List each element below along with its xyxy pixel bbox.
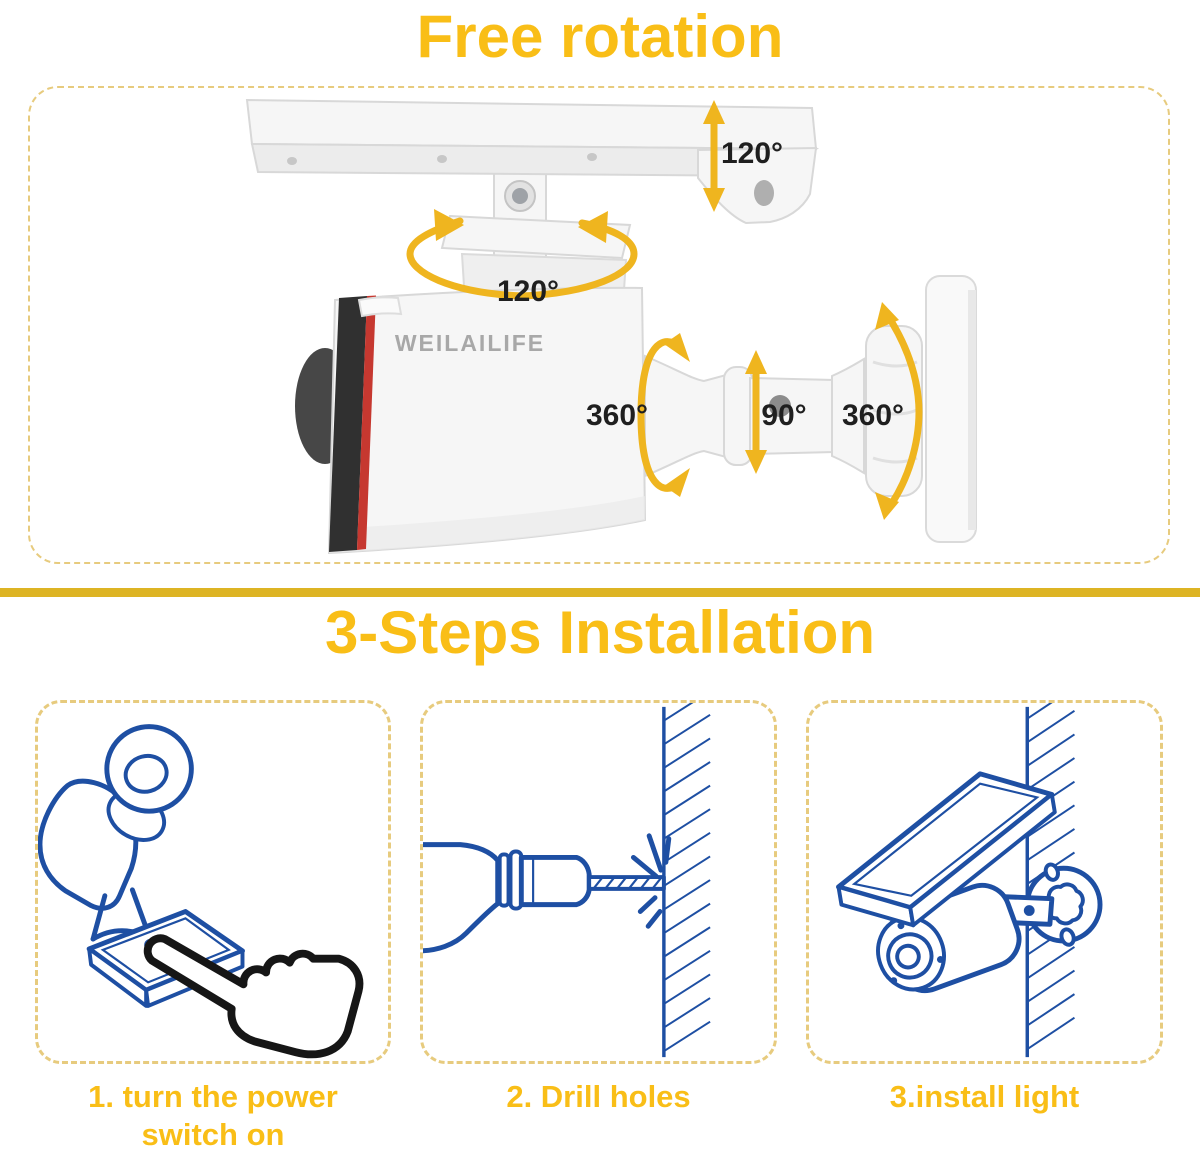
panel-tilt-angle-label: 120° <box>721 137 783 170</box>
step-3-installed-camera-illustration <box>836 703 1103 1058</box>
step-3-caption-line-1: 3.install light <box>889 1079 1080 1114</box>
impact-sparks-icon <box>630 833 672 929</box>
rotation-diagram-box: WEILAILIFE <box>28 86 1170 564</box>
body-roll-arrow-icon <box>637 333 690 497</box>
step-1-box <box>35 700 391 1064</box>
step-3-box <box>806 700 1163 1064</box>
mount-roll-angle-label: 360° <box>842 399 904 432</box>
step-2-caption-line-1: 2. Drill holes <box>506 1079 691 1114</box>
joint-tilt-angle-label: 90° <box>761 399 806 432</box>
installation-title: 3-Steps Installation <box>324 599 876 666</box>
bracket-pan-angle-label: 120° <box>497 275 559 308</box>
solar-panel <box>245 98 820 225</box>
panel-tilt-arrow-icon <box>703 100 725 212</box>
joint-tilt-arrow-icon <box>745 350 767 474</box>
rear-joint <box>644 325 923 497</box>
camera-body: WEILAILIFE <box>295 286 647 555</box>
step-2-box <box>420 700 777 1064</box>
wall-hatching <box>663 703 711 1052</box>
section-divider <box>0 588 1200 597</box>
pan-rotation-arrow-icon <box>406 209 638 300</box>
step-1-caption-line-2: switch on <box>141 1117 285 1152</box>
step-3-caption: 3.install light <box>806 1078 1163 1116</box>
wall-plate <box>925 275 977 543</box>
body-roll-angle-label: 360° <box>586 399 648 432</box>
step-1-power-switch-illustration <box>38 724 364 1059</box>
step-2-drill-illustration <box>423 703 711 1058</box>
step-1-caption-line-1: 1. turn the power <box>88 1079 338 1114</box>
solar-panel-outline <box>836 771 1057 928</box>
step-2-caption: 2. Drill holes <box>420 1078 777 1116</box>
lens-red-ring <box>357 295 376 550</box>
lens-bezel <box>329 296 367 552</box>
free-rotation-title: Free rotation <box>416 3 784 70</box>
mount-roll-arrow-icon <box>875 302 923 520</box>
pointing-hand-icon <box>143 934 364 1059</box>
camera-outline <box>876 882 1022 994</box>
rotation-diagram: WEILAILIFE <box>245 98 977 555</box>
step-1-caption: 1. turn the power switch on <box>35 1078 391 1154</box>
drill-icon <box>423 842 666 954</box>
brand-label: WEILAILIFE <box>395 330 545 356</box>
